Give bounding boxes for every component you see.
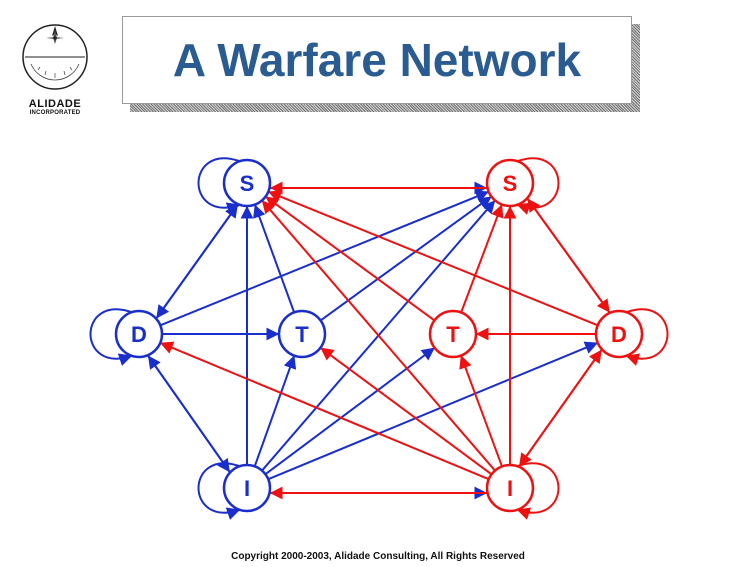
edge-rI-to-rD	[518, 349, 602, 467]
node-circle	[594, 309, 644, 359]
edge-bI-to-rD	[267, 341, 599, 481]
self-loop-bD	[89, 308, 133, 366]
node-circle	[222, 158, 272, 208]
logo-name: ALIDADE	[28, 98, 82, 110]
node-label: S	[240, 171, 255, 196]
edge-rT-to-rS	[460, 204, 504, 313]
node-label: S	[503, 171, 518, 196]
edge-bI-to-rT	[264, 347, 435, 476]
node-bD: D	[114, 309, 164, 359]
node-circle	[277, 309, 327, 359]
node-label: D	[131, 322, 147, 347]
alidade-logo: ALIDADE INCORPORATED	[18, 20, 92, 120]
node-rS: S	[485, 158, 535, 208]
self-loop-rI	[516, 462, 560, 520]
node-circle	[485, 158, 535, 208]
node-circle	[485, 463, 535, 513]
edge-rD-to-bS	[268, 190, 599, 327]
compass-logo-icon	[22, 24, 88, 90]
node-rI: I	[485, 463, 535, 513]
node-bS: S	[222, 158, 272, 208]
node-rD: D	[594, 309, 644, 359]
edge-rT-to-bS	[265, 196, 436, 322]
self-loop-bS	[197, 157, 241, 215]
node-label: I	[507, 476, 513, 501]
self-loop-bI	[197, 462, 241, 520]
node-bI: I	[222, 463, 272, 513]
self-loop-rS	[516, 157, 560, 215]
node-circle	[428, 309, 478, 359]
title-box: A Warfare Network	[122, 16, 632, 104]
node-rT: T	[428, 309, 478, 359]
edge-bD-to-bS	[155, 204, 238, 319]
edge-bD-to-rS	[159, 190, 489, 327]
edge-bI-to-bD	[147, 355, 231, 473]
edge-rI-to-rT	[459, 355, 503, 467]
node-circle	[222, 463, 272, 513]
edge-rI-to-bD	[159, 341, 490, 481]
edge-rD-to-rS	[527, 198, 611, 314]
edge-bI-to-bT	[253, 355, 297, 467]
self-loop-rD	[625, 308, 669, 366]
edge-rI-to-bT	[320, 347, 493, 476]
logo-subname: INCORPORATED	[29, 110, 81, 116]
node-label: T	[446, 322, 460, 347]
node-label: I	[244, 476, 250, 501]
page-title: A Warfare Network	[172, 34, 582, 86]
copyright-footer: Copyright 2000-2003, Alidade Consulting,…	[231, 551, 525, 562]
node-circle	[114, 309, 164, 359]
edge-rI-to-bS	[261, 200, 496, 472]
node-label: D	[611, 322, 627, 347]
node-bT: T	[277, 309, 327, 359]
node-label: T	[295, 322, 309, 347]
edge-bT-to-bS	[253, 204, 296, 313]
